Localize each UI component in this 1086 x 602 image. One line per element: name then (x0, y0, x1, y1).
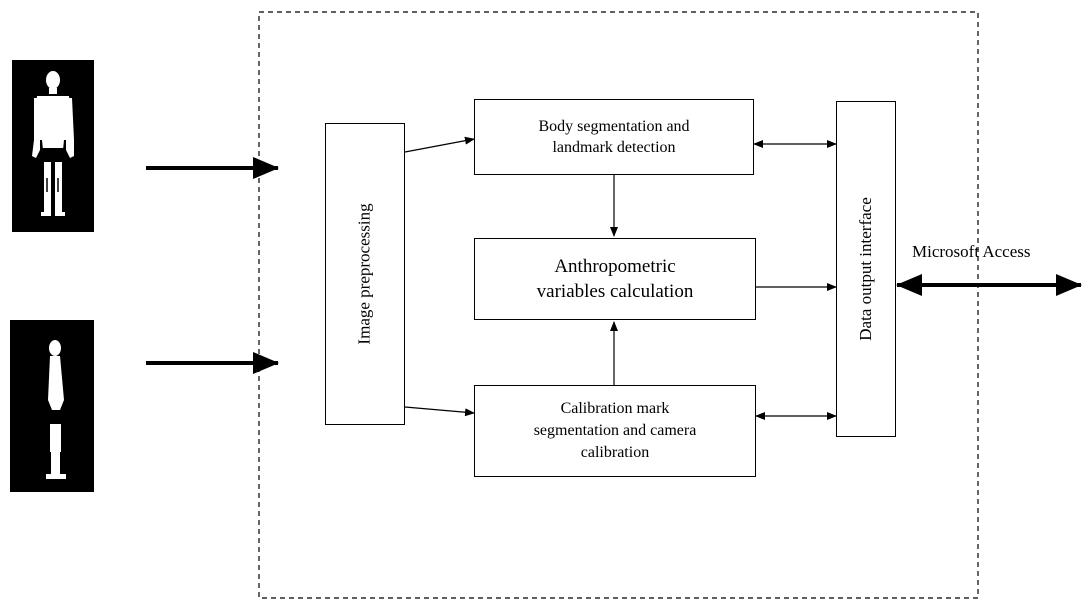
calibration-line2: segmentation and camera (533, 422, 697, 439)
calibration-line1: Calibration mark (560, 400, 670, 417)
body-segmentation-line2: landmark detection (552, 139, 676, 156)
data-output-interface-label: Data output interface (856, 197, 875, 341)
arrow-pre-to-body (404, 136, 475, 153)
body-segmentation-box: Body segmentation and landmark detection (474, 99, 754, 175)
calibration-box: Calibration mark segmentation and camera… (474, 385, 756, 477)
system-boundary (258, 11, 979, 599)
image-preprocessing-box: Image preprocessing (325, 123, 405, 425)
anthropometric-box: Anthropometric variables calculation (474, 238, 756, 320)
data-output-interface-box: Data output interface (836, 101, 896, 437)
image-preprocessing-label: Image preprocessing (355, 203, 375, 345)
anthropometric-line2: variables calculation (536, 281, 694, 302)
anthropometric-line1: Anthropometric (554, 256, 676, 277)
microsoft-access-label: Microsoft Access (912, 242, 1031, 261)
side-view-image (10, 320, 94, 492)
arrow-pre-to-calib (404, 406, 475, 417)
front-view-image (12, 60, 94, 232)
body-segmentation-line1: Body segmentation and (538, 118, 690, 135)
calibration-line3: calibration (580, 444, 650, 461)
